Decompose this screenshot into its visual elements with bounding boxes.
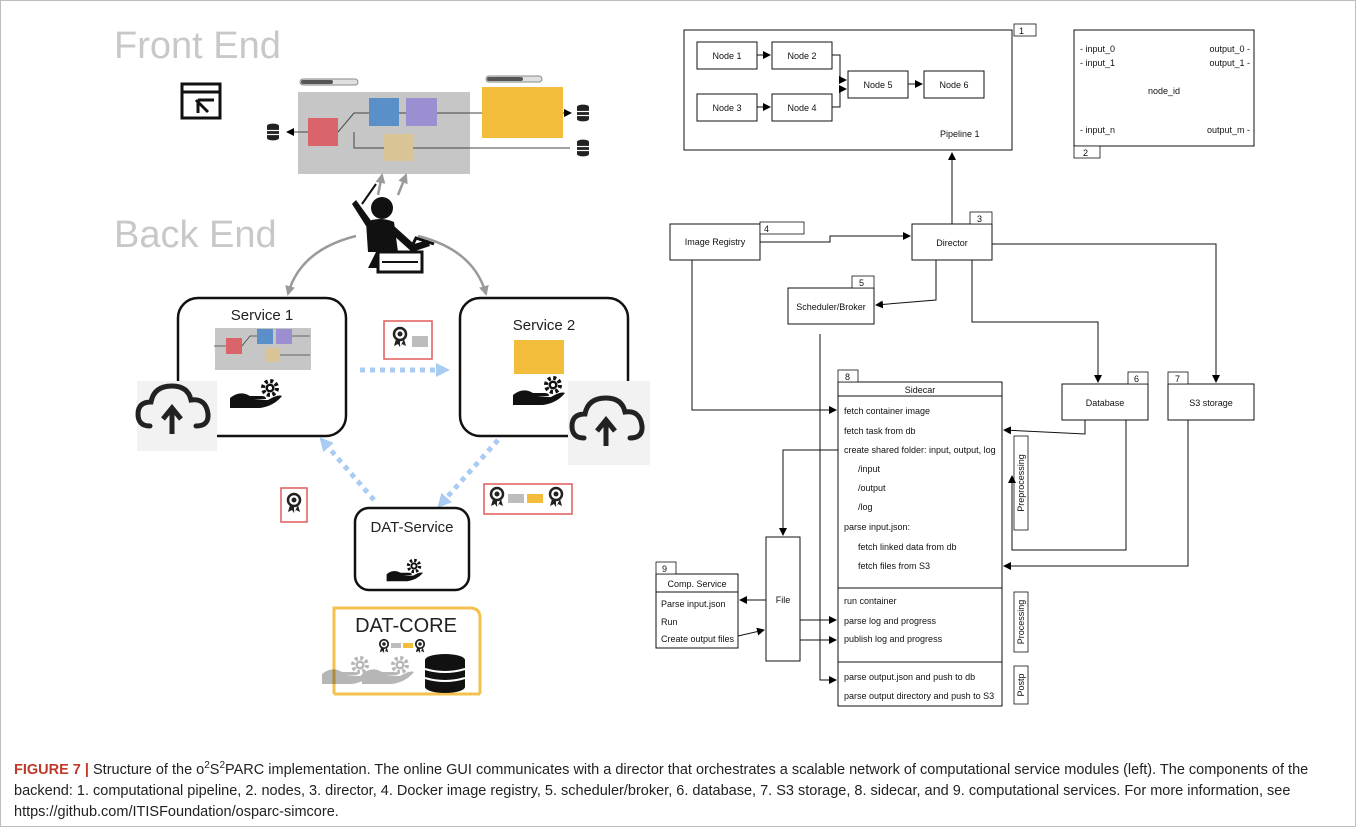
image-registry-number: 4	[764, 224, 769, 234]
dat-core-title: DAT-CORE	[355, 615, 457, 637]
connectors	[691, 152, 1220, 684]
node-4: Node 4	[787, 103, 816, 113]
database-box: 6 Database	[1061, 371, 1149, 421]
image-registry-label: Image Registry	[685, 237, 746, 247]
s3-box: 7 S3 storage	[1167, 371, 1255, 421]
node-5: Node 5	[863, 80, 892, 90]
sidecar-number: 8	[845, 372, 850, 382]
database-icon	[424, 654, 466, 693]
front-end-workflow	[266, 75, 590, 174]
director-number: 3	[977, 214, 982, 224]
pipeline-number: 1	[1019, 26, 1024, 36]
director-box: 3 Director	[911, 211, 993, 261]
caption-text-before: Structure of the o	[88, 762, 205, 778]
node-input-n: - input_n	[1080, 125, 1115, 135]
dat-core-box: DAT-CORE	[322, 606, 482, 696]
scheduler-number: 5	[859, 278, 864, 288]
sidecar-row: parse output directory and push to S3	[844, 691, 994, 701]
sidecar-row: fetch files from S3	[858, 561, 930, 571]
figure-caption: FIGURE 7 | Structure of the o2S2PARC imp…	[14, 760, 1344, 823]
node-box: 2 - input_0 - input_1 - input_n output_0…	[1073, 29, 1255, 159]
image-registry-box: 4 Image Registry	[669, 221, 805, 261]
service-1-box: Service 1	[176, 296, 348, 438]
certificate-badge-1	[383, 320, 433, 360]
sidecar-title: Sidecar	[905, 385, 936, 395]
caption-sup-2: 2	[219, 760, 226, 772]
figure-diagram: Front End Back End	[114, 23, 1255, 707]
left-panel: Front End Back End	[114, 25, 650, 696]
sidecar-row: create shared folder: input, output, log	[844, 445, 996, 455]
scheduler-label: Scheduler/Broker	[796, 302, 866, 312]
node-box-number: 2	[1083, 148, 1088, 158]
sidecar-row: run container	[844, 596, 897, 606]
comp-service-row: Create output files	[661, 634, 735, 644]
node-6: Node 6	[939, 80, 968, 90]
s3-number: 7	[1175, 374, 1180, 384]
right-panel: 1 Pipeline 1 Node 1 Node 2 Node 3 Node 4…	[655, 23, 1255, 707]
sidecar-row: parse log and progress	[844, 616, 937, 626]
pipeline-box: 1 Pipeline 1 Node 1 Node 2 Node 3 Node 4…	[683, 23, 1037, 151]
service-1-title: Service 1	[231, 307, 294, 324]
back-end-label: Back End	[114, 214, 277, 256]
sidecar-row: /log	[858, 502, 873, 512]
node-1: Node 1	[712, 51, 741, 61]
dat-service-title: DAT-Service	[370, 519, 453, 536]
service-2-title: Service 2	[513, 317, 576, 334]
node-3: Node 3	[712, 103, 741, 113]
node-output-0: output_0 -	[1209, 44, 1250, 54]
caption-text-after: PARC implementation. The online GUI comm…	[14, 762, 1309, 820]
conductor-icon	[352, 183, 435, 274]
node-input-0: - input_0	[1080, 44, 1115, 54]
comp-service-row: Run	[661, 617, 678, 627]
dat-service-box: DAT-Service	[353, 506, 471, 592]
monitor-cursor-icon	[180, 82, 222, 120]
certificate-badge-2	[280, 487, 308, 523]
front-end-label: Front End	[114, 25, 281, 67]
node-id-label: node_id	[1148, 86, 1180, 96]
figure-label: FIGURE 7 |	[14, 762, 89, 778]
comp-service-row: Parse input.json	[661, 599, 726, 609]
director-label: Director	[936, 238, 968, 248]
node-output-m: output_m -	[1207, 125, 1250, 135]
caption-sup-1: 2	[204, 760, 210, 772]
comp-service-number: 9	[662, 564, 667, 574]
sidecar-box: 8 Sidecar fetch container image fetch ta…	[837, 369, 1029, 707]
file-label: File	[776, 595, 791, 605]
phase-postp: Postp	[1016, 673, 1026, 696]
sidecar-row: parse output.json and push to db	[844, 672, 975, 682]
caption-mid: S	[209, 762, 220, 778]
phase-preprocessing: Preprocessing	[1016, 454, 1026, 512]
comp-service-box: 9 Comp. Service Parse input.json Run Cre…	[655, 561, 739, 649]
file-box: File	[765, 536, 801, 662]
s3-label: S3 storage	[1189, 398, 1233, 408]
certificate-badge-3	[483, 483, 573, 515]
sidecar-row: publish log and progress	[844, 634, 943, 644]
sidecar-row: /input	[858, 464, 881, 474]
node-output-1: output_1 -	[1209, 58, 1250, 68]
sidecar-row: fetch linked data from db	[858, 542, 957, 552]
sidecar-row: parse input.json:	[844, 522, 910, 532]
pipeline-label: Pipeline 1	[940, 129, 980, 139]
sidecar-row: fetch container image	[844, 406, 930, 416]
comp-service-title: Comp. Service	[667, 579, 726, 589]
node-input-1: - input_1	[1080, 58, 1115, 68]
sidecar-row: fetch task from db	[844, 426, 916, 436]
database-label: Database	[1086, 398, 1125, 408]
database-number: 6	[1134, 374, 1139, 384]
phase-processing: Processing	[1016, 600, 1026, 645]
node-2: Node 2	[787, 51, 816, 61]
sidecar-row: /output	[858, 483, 886, 493]
scheduler-box: 5 Scheduler/Broker	[787, 275, 875, 325]
